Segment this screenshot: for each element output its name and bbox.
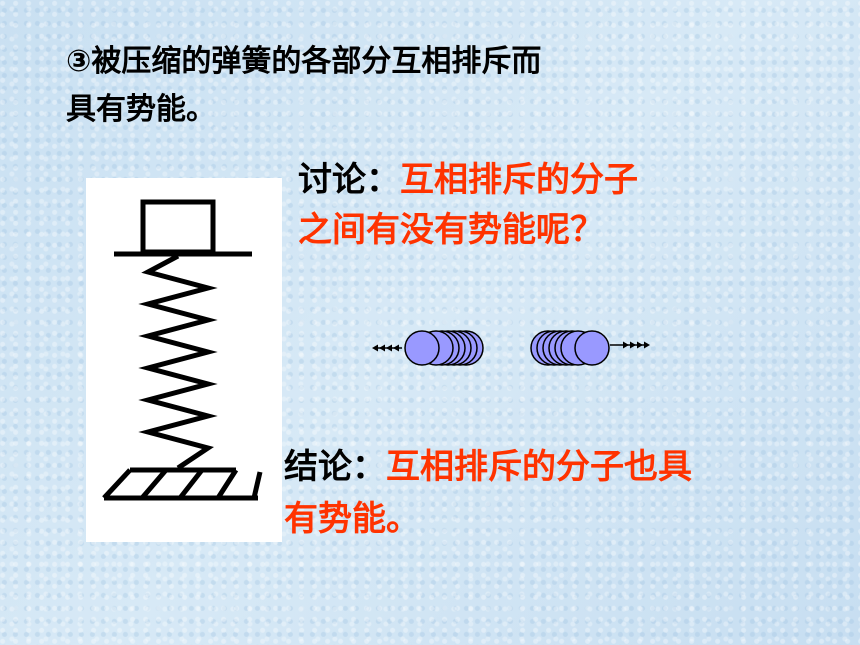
discussion-label: 讨论： (298, 160, 400, 200)
intro-line-1: ③被压缩的弹簧的各部分互相排斥而 (66, 44, 542, 79)
discussion-text: 讨论：互相排斥的分子 之间有没有势能呢？ (298, 155, 638, 255)
conclusion-text: 结论：互相排斥的分子也具 有势能。 (284, 441, 692, 545)
molecule-cluster-left (404, 330, 484, 366)
discussion-line-2: 之间有没有势能呢？ (298, 210, 604, 250)
intro-text: ③被压缩的弹簧的各部分互相排斥而 具有势能。 (66, 38, 541, 134)
repelling-molecules-figure (362, 318, 662, 382)
spring-icon (102, 199, 263, 501)
conclusion-label: 结论： (284, 447, 386, 487)
molecule-cluster-right (530, 330, 610, 366)
conclusion-line-2: 有势能。 (284, 499, 420, 539)
conclusion-line-1: 互相排斥的分子也具 (386, 447, 692, 487)
compressed-spring-figure (86, 178, 282, 542)
discussion-line-1: 互相排斥的分子 (400, 160, 638, 200)
molecules-icon (372, 330, 650, 366)
intro-line-2: 具有势能。 (66, 92, 216, 127)
